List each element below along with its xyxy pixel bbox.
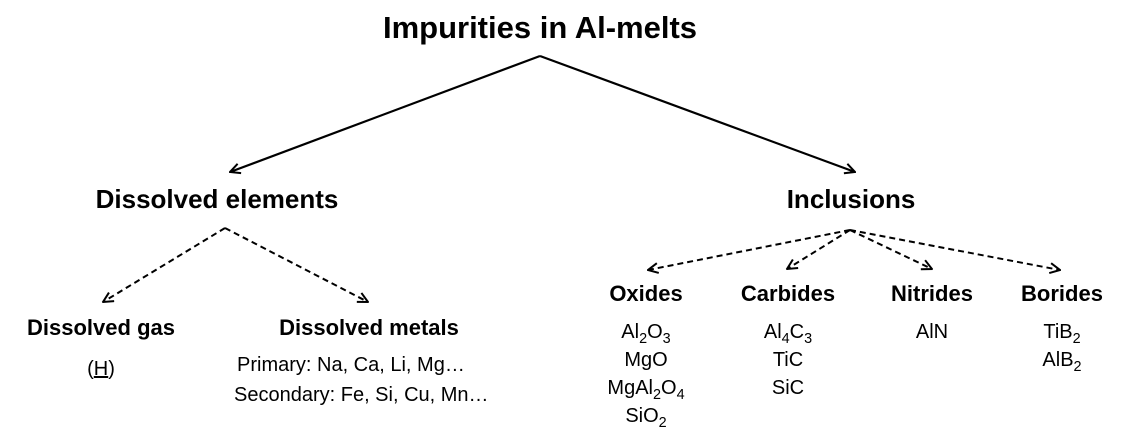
node-dissolved-metals: Dissolved metals	[279, 315, 459, 340]
arrow-dissolved-to-metals	[224, 227, 368, 302]
paren-open: (	[87, 358, 94, 380]
arrow-root-to-inclusions	[539, 54, 855, 172]
node-nitrides: Nitrides	[891, 281, 973, 306]
node-borides: Borides	[1021, 281, 1103, 306]
formula-mgo: MgO	[624, 349, 668, 371]
formula-tib2: TiB2	[1043, 321, 1081, 348]
formula-aln: AlN	[915, 321, 949, 343]
hydrogen-symbol: H	[93, 358, 109, 380]
metals-secondary: Secondary: Fe, Si, Cu, Mn…	[234, 384, 489, 406]
carbides-list: Al4C3 TiC SiC	[764, 318, 812, 402]
node-dissolved-elements: Dissolved elements	[95, 184, 339, 214]
borides-list: TiB2 AlB2	[1042, 318, 1081, 374]
formula-sio2: SiO2	[625, 405, 667, 432]
formula-alb2: AlB2	[1042, 349, 1082, 376]
node-oxides: Oxides	[609, 281, 683, 306]
nitrides-list: AlN	[916, 318, 948, 346]
arrow-inclusions-to-oxides	[648, 229, 851, 270]
arrow-inclusions-to-carbides	[787, 229, 851, 269]
arrow-root-to-dissolved-elements	[230, 54, 541, 172]
oxides-list: Al2O3 MgO MgAl2O4 SiO2	[607, 318, 684, 430]
node-dissolved-gas: Dissolved gas	[27, 315, 175, 340]
formula-tic: TiC	[772, 349, 804, 371]
arrow-inclusions-to-nitrides	[849, 229, 932, 269]
arrow-inclusions-to-borides	[849, 229, 1060, 270]
paren-close: )	[108, 358, 115, 380]
node-carbides: Carbides	[740, 281, 836, 306]
formula-mgal2o4: MgAl2O4	[607, 377, 685, 404]
diagram-title: Impurities in Al-melts	[382, 10, 698, 45]
gas-item-hydrogen: (H)	[87, 359, 115, 379]
formula-al2o3: Al2O3	[621, 321, 671, 348]
formula-sic: SiC	[771, 377, 805, 399]
arrow-dissolved-to-gas	[103, 227, 226, 302]
node-inclusions: Inclusions	[786, 184, 916, 214]
metals-primary: Primary: Na, Ca, Li, Mg…	[237, 354, 465, 376]
formula-al4c3: Al4C3	[763, 321, 813, 348]
